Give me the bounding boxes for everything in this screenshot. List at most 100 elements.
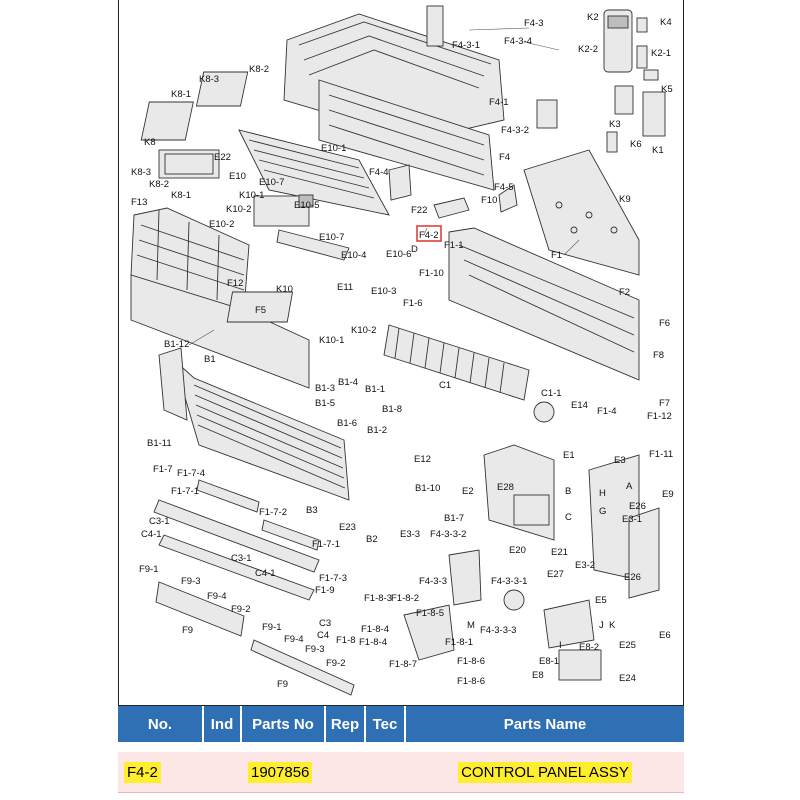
label-f1-7-2: F1-7-2 bbox=[259, 507, 287, 518]
header-ind[interactable]: Ind bbox=[204, 706, 242, 742]
cell-no: F4-2 bbox=[118, 752, 204, 792]
label-e1: E1 bbox=[563, 450, 575, 461]
label-m: M bbox=[467, 620, 475, 631]
label-j: J bbox=[599, 620, 604, 631]
label-f9-1b: F9-1 bbox=[262, 622, 282, 633]
label-k8-3: K8-3 bbox=[199, 74, 219, 85]
label-k6: K6 bbox=[630, 139, 642, 150]
f4-2-callout-box[interactable] bbox=[416, 225, 442, 242]
label-e8-2: E8-2 bbox=[579, 642, 599, 653]
label-f4-3-4: F4-3-4 bbox=[504, 36, 532, 47]
label-k8-1b: K8-1 bbox=[171, 190, 191, 201]
label-e8-1: E8-1 bbox=[539, 656, 559, 667]
label-e25: E25 bbox=[619, 640, 636, 651]
label-f8: F8 bbox=[653, 350, 664, 361]
label-f9-3a: F9-3 bbox=[181, 576, 201, 587]
label-d: D bbox=[411, 244, 418, 255]
label-b1-5: B1-5 bbox=[315, 398, 335, 409]
label-f7: F7 bbox=[659, 398, 670, 409]
label-e28: E28 bbox=[497, 482, 514, 493]
label-f1: F1 bbox=[551, 250, 562, 261]
label-f5: F5 bbox=[255, 305, 266, 316]
indoor-unit-body bbox=[283, 13, 505, 191]
label-b1-7: B1-7 bbox=[444, 513, 464, 524]
label-f9-4a: F9-4 bbox=[207, 591, 227, 602]
label-e8: E8 bbox=[532, 670, 544, 681]
label-e2: E2 bbox=[462, 486, 474, 497]
label-f4-3-3-1: F4-3-3-1 bbox=[491, 576, 527, 587]
label-f12: F12 bbox=[227, 278, 243, 289]
label-f1-7: F1-7 bbox=[153, 464, 173, 475]
label-a: A bbox=[626, 481, 633, 492]
label-f1-8-5: F1-8-5 bbox=[416, 608, 444, 619]
label-e10-5: E10-5 bbox=[294, 200, 319, 211]
label-c4: C4 bbox=[317, 630, 329, 641]
heat-exchanger-b1 bbox=[158, 347, 350, 501]
label-f6: F6 bbox=[659, 318, 670, 329]
label-f2: F2 bbox=[619, 287, 630, 298]
parts-name-highlight: CONTROL PANEL ASSY bbox=[458, 761, 632, 783]
header-tec[interactable]: Tec bbox=[366, 706, 406, 742]
label-c3-1b: C3-1 bbox=[231, 553, 252, 564]
flaps-f9 bbox=[155, 581, 355, 696]
header-no[interactable]: No. bbox=[118, 706, 204, 742]
table-header-row: No. Ind Parts No Rep Tec Parts Name bbox=[118, 706, 684, 742]
label-k2: K2 bbox=[587, 12, 599, 23]
plate-k10 bbox=[226, 291, 294, 323]
label-e22: E22 bbox=[214, 152, 231, 163]
label-f1-12: F1-12 bbox=[647, 411, 672, 422]
label-b1-3: B1-3 bbox=[315, 383, 335, 394]
label-c1-1: C1-1 bbox=[541, 388, 562, 399]
label-b1-1: B1-1 bbox=[365, 384, 385, 395]
label-f1-8-7: F1-8-7 bbox=[389, 659, 417, 670]
label-e27: E27 bbox=[547, 569, 564, 580]
louvers-f1-7 bbox=[153, 479, 320, 601]
label-b1: B1 bbox=[204, 354, 216, 365]
label-f1-8: F1-8 bbox=[336, 635, 356, 646]
table-row[interactable]: F4-2 1907856 CONTROL PANEL ASSY bbox=[118, 752, 684, 793]
label-f4-5: F4-5 bbox=[494, 182, 514, 193]
label-f1-8-4a: F1-8-4 bbox=[361, 624, 389, 635]
label-e10-1: E10-1 bbox=[321, 143, 346, 154]
label-c: C bbox=[565, 512, 572, 523]
header-rep[interactable]: Rep bbox=[326, 706, 366, 742]
cell-parts-name: CONTROL PANEL ASSY bbox=[406, 752, 684, 792]
label-f1-9: F1-9 bbox=[315, 585, 335, 596]
label-f1-8-6b: F1-8-6 bbox=[457, 676, 485, 687]
parts-no-highlight: 1907856 bbox=[248, 761, 313, 783]
label-c4-1a: C4-1 bbox=[141, 529, 162, 540]
label-c3-1a: C3-1 bbox=[149, 516, 170, 527]
label-e10-6: E10-6 bbox=[386, 249, 411, 260]
label-f10: F10 bbox=[481, 195, 497, 206]
label-e26b: E26 bbox=[624, 572, 641, 583]
label-b3: B3 bbox=[306, 505, 318, 516]
motor-assembly-f1-8 bbox=[403, 549, 602, 681]
label-e10-7a: E10-7 bbox=[259, 177, 284, 188]
label-f1-6: F1-6 bbox=[403, 298, 423, 309]
label-k8-2b: K8-2 bbox=[149, 179, 169, 190]
label-e10-2: E10-2 bbox=[209, 219, 234, 230]
label-e3-3: E3-3 bbox=[400, 529, 420, 540]
label-b1-2: B1-2 bbox=[367, 425, 387, 436]
label-c3: C3 bbox=[319, 618, 331, 629]
label-b1-4: B1-4 bbox=[338, 377, 358, 388]
label-f1-7-1b: F1-7-1 bbox=[312, 539, 340, 550]
header-parts-no[interactable]: Parts No bbox=[242, 706, 326, 742]
label-k10-2b: K10-2 bbox=[351, 325, 376, 336]
label-f4-3-3: F4-3-3 bbox=[419, 576, 447, 587]
label-f4-3-3-2: F4-3-3-2 bbox=[430, 529, 466, 540]
label-f9-2b: F9-2 bbox=[326, 658, 346, 669]
label-k8-2: K8-2 bbox=[249, 64, 269, 75]
label-f9-2a: F9-2 bbox=[231, 604, 251, 615]
parts-table: No. Ind Parts No Rep Tec Parts Name F4-2… bbox=[118, 706, 684, 793]
label-f1-8-2: F1-8-2 bbox=[391, 593, 419, 604]
label-e6: E6 bbox=[659, 630, 671, 641]
label-e20: E20 bbox=[509, 545, 526, 556]
label-f1-8-1: F1-8-1 bbox=[445, 637, 473, 648]
electrical-box-e1 bbox=[483, 444, 660, 599]
label-b1-11: B1-11 bbox=[147, 438, 172, 449]
label-e10: E10 bbox=[229, 171, 246, 182]
label-e26a: E26 bbox=[629, 501, 646, 512]
label-k10: K10 bbox=[276, 284, 293, 295]
header-parts-name[interactable]: Parts Name bbox=[503, 715, 587, 733]
